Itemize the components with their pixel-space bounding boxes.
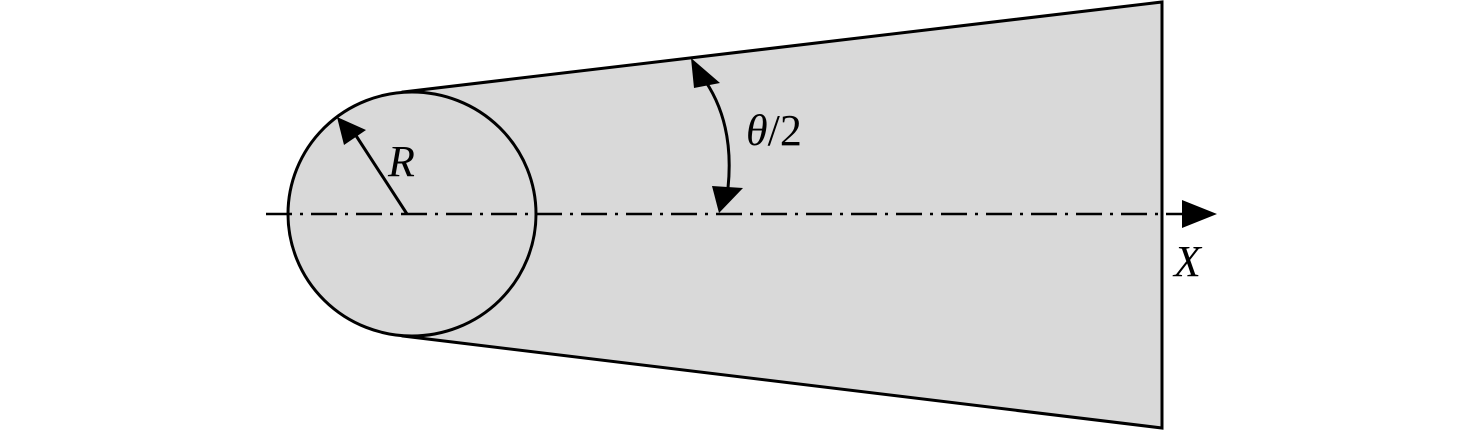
half-angle-fraction: /2 xyxy=(768,106,802,155)
half-angle-arrowhead-top xyxy=(691,58,720,88)
half-angle-theta: θ xyxy=(746,106,768,155)
axis-label: X xyxy=(1172,237,1203,286)
half-angle-arrowhead-bottom xyxy=(712,186,743,213)
half-angle-arc xyxy=(699,74,731,189)
half-angle-label: θ/2 xyxy=(746,106,802,155)
radius-arrowhead xyxy=(337,117,366,145)
radius-label: R xyxy=(387,137,415,186)
radius-arrow-line xyxy=(351,130,409,215)
x-axis-arrowhead xyxy=(1182,200,1217,228)
